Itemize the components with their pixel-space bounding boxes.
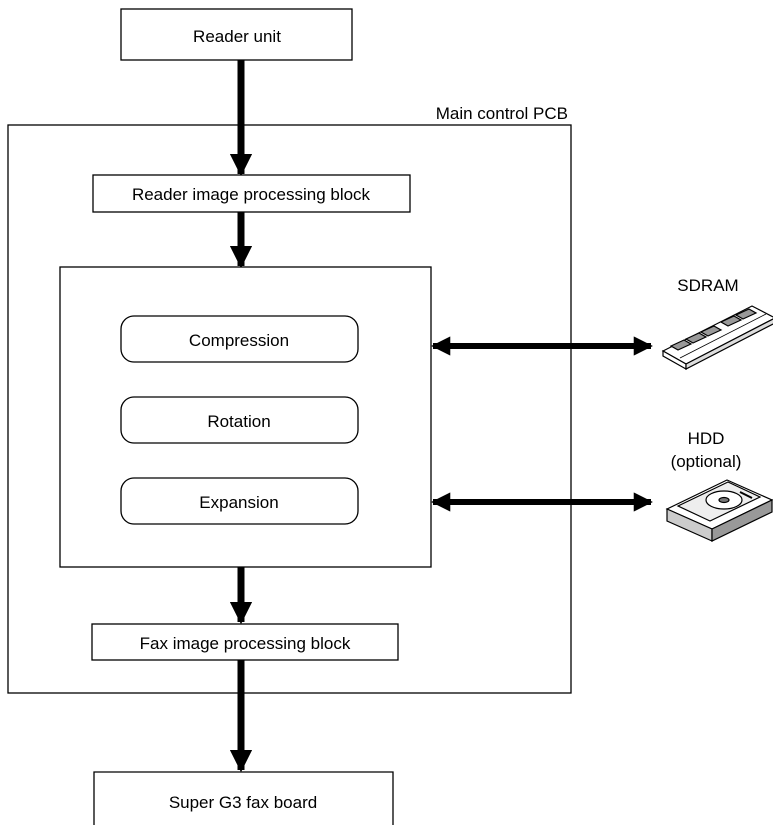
fax-processing-node: Fax image processing block (91, 623, 399, 661)
expansion-label: Expansion (199, 493, 278, 512)
fax-processing-label: Fax image processing block (140, 634, 351, 653)
hard-disk-drive-icon (665, 479, 773, 542)
reader-unit-node: Reader unit (120, 8, 353, 61)
compression-node: Compression (120, 315, 359, 363)
image-processor-box: Compression Rotation Expansion (59, 266, 432, 568)
reader-unit-label: Reader unit (193, 27, 281, 46)
memory-module-icon (661, 305, 773, 371)
rotation-label: Rotation (207, 412, 270, 431)
hdd-optional-label: (optional) (671, 452, 742, 471)
reader-processing-node: Reader image processing block (92, 174, 411, 213)
sdram-label: SDRAM (677, 276, 738, 295)
expansion-node: Expansion (120, 477, 359, 525)
fax-board-label: Super G3 fax board (169, 793, 317, 812)
compression-label: Compression (189, 331, 289, 350)
fax-board-node: Super G3 fax board (93, 771, 394, 825)
main-pcb-label: Main control PCB (436, 104, 568, 123)
reader-processing-label: Reader image processing block (132, 185, 371, 204)
main-control-pcb: Main control PCB (7, 104, 572, 694)
hdd-label: HDD (688, 429, 725, 448)
rotation-node: Rotation (120, 396, 359, 444)
